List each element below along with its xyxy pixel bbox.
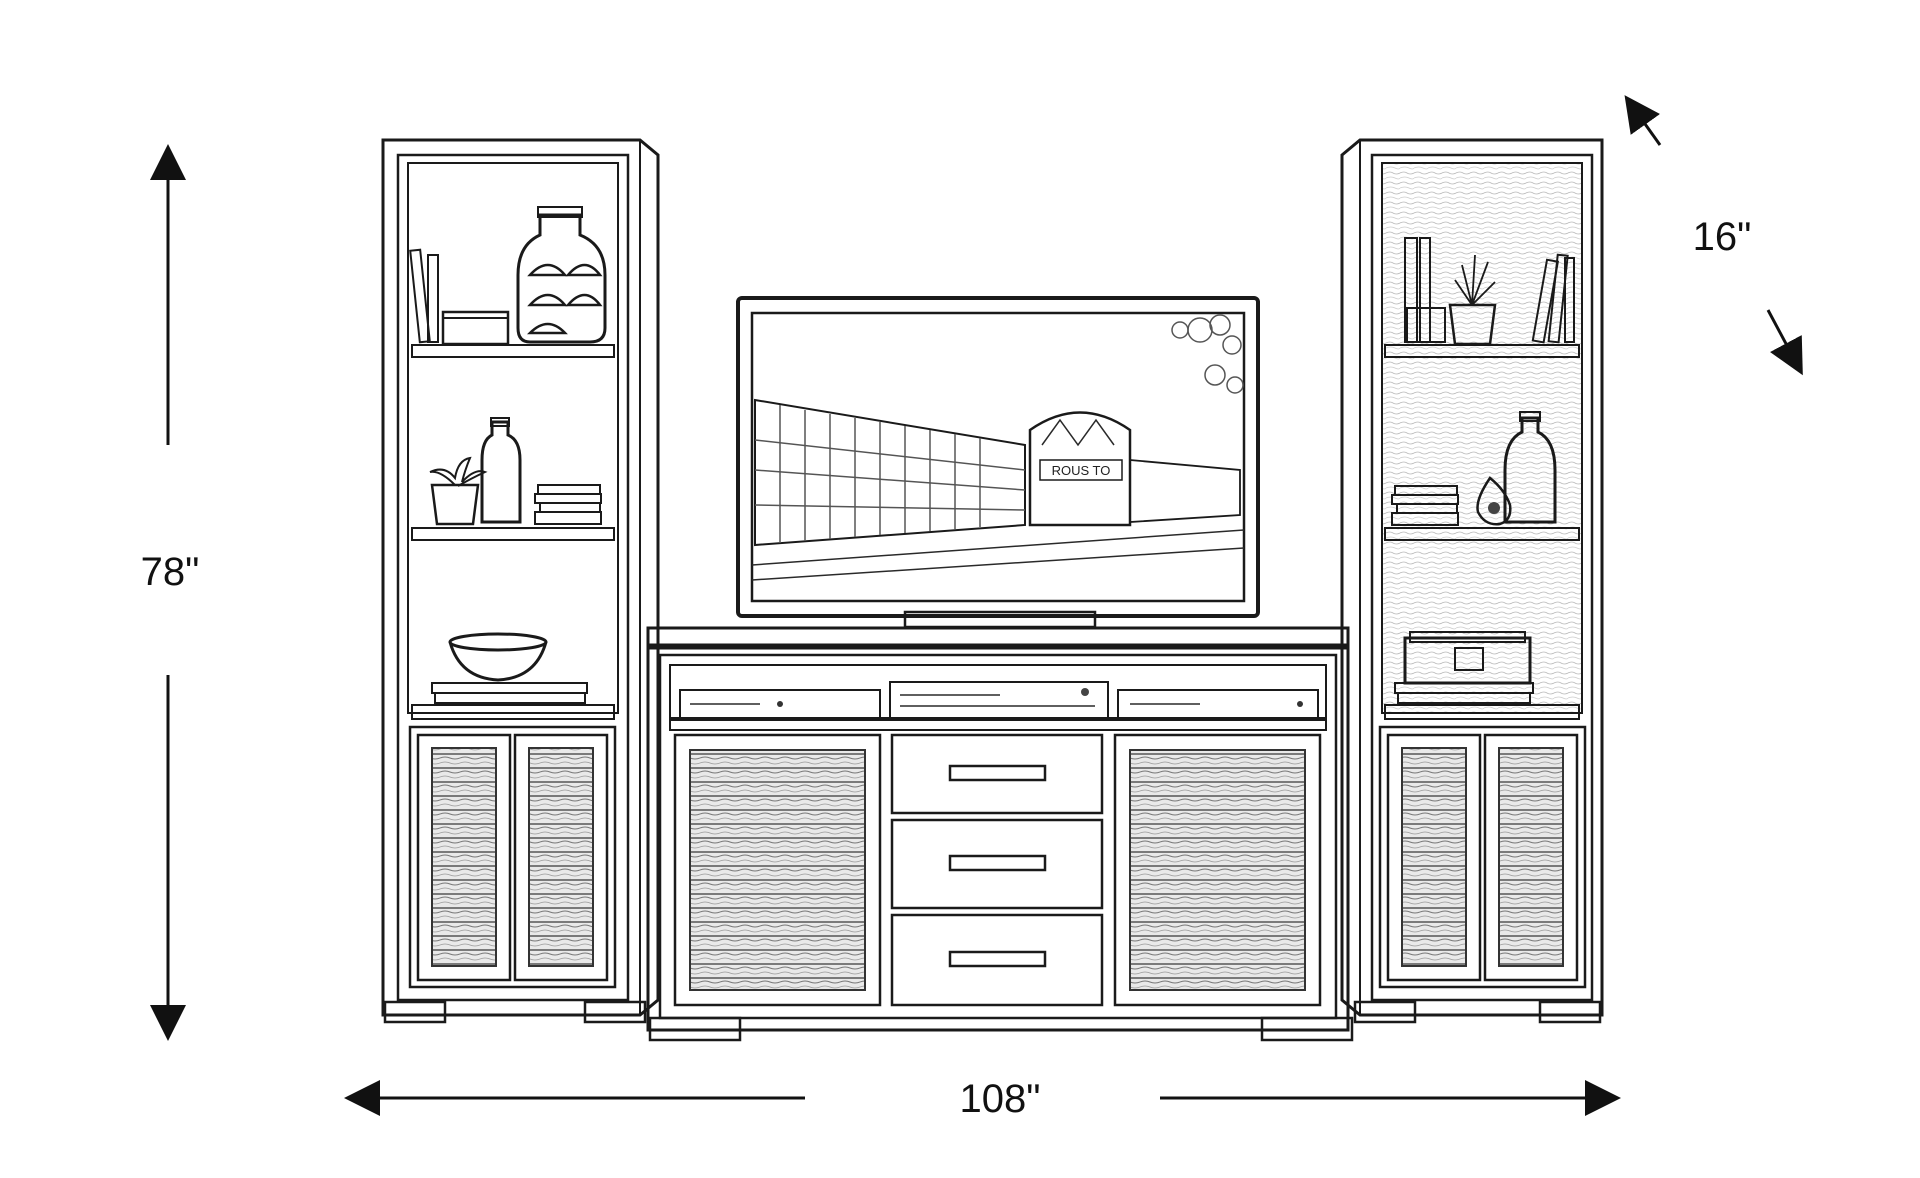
depth-label: 16" (1693, 215, 1752, 259)
depth-arrow-up (1624, 95, 1662, 146)
right-book-stack-icon (1391, 485, 1459, 526)
left-vase-icon (516, 206, 607, 344)
console-drawer-bottom (890, 913, 1104, 1007)
tv-console (646, 626, 1354, 1042)
console-drawer-middle (890, 818, 1104, 910)
tv-screen-picture: ROUS TO (751, 314, 1245, 581)
left-pier-door-right (513, 733, 609, 982)
media-device-center (889, 681, 1109, 719)
media-device-left (679, 689, 881, 719)
right-pier-door-right (1483, 733, 1579, 982)
left-pier-door-left (416, 733, 512, 982)
width-label: 108" (960, 1077, 1041, 1121)
left-box-icon (441, 310, 510, 346)
console-door-left (673, 733, 882, 1007)
depth-arrow-down (1766, 309, 1803, 376)
right-plant-icon (1448, 254, 1497, 346)
left-plant-icon (429, 456, 488, 526)
left-pier (381, 138, 660, 1024)
height-label: 78" (141, 550, 200, 594)
height-dimension: 78" (141, 144, 200, 1041)
console-door-right (1113, 733, 1322, 1007)
right-pier (1340, 138, 1604, 1024)
right-books-icon (1404, 237, 1446, 343)
depth-dimension: 16" (1624, 95, 1803, 376)
right-upright-books-icon (1531, 253, 1575, 344)
right-tray-icon (1394, 682, 1534, 704)
left-bowl-icon (448, 632, 548, 682)
width-dimension: 108" (344, 1077, 1621, 1121)
console-drawer-top (890, 733, 1104, 815)
left-books-icon (409, 248, 439, 344)
left-book-stack-icon (534, 484, 602, 525)
left-bottle-icon (480, 417, 522, 524)
television: ROUS TO (736, 296, 1260, 629)
right-pier-door-left (1386, 733, 1482, 982)
right-textured-vase-icon (1503, 411, 1557, 524)
left-tray-icon (431, 682, 588, 704)
tv-sign-text: ROUS TO (1052, 463, 1111, 478)
media-device-right (1117, 689, 1319, 719)
